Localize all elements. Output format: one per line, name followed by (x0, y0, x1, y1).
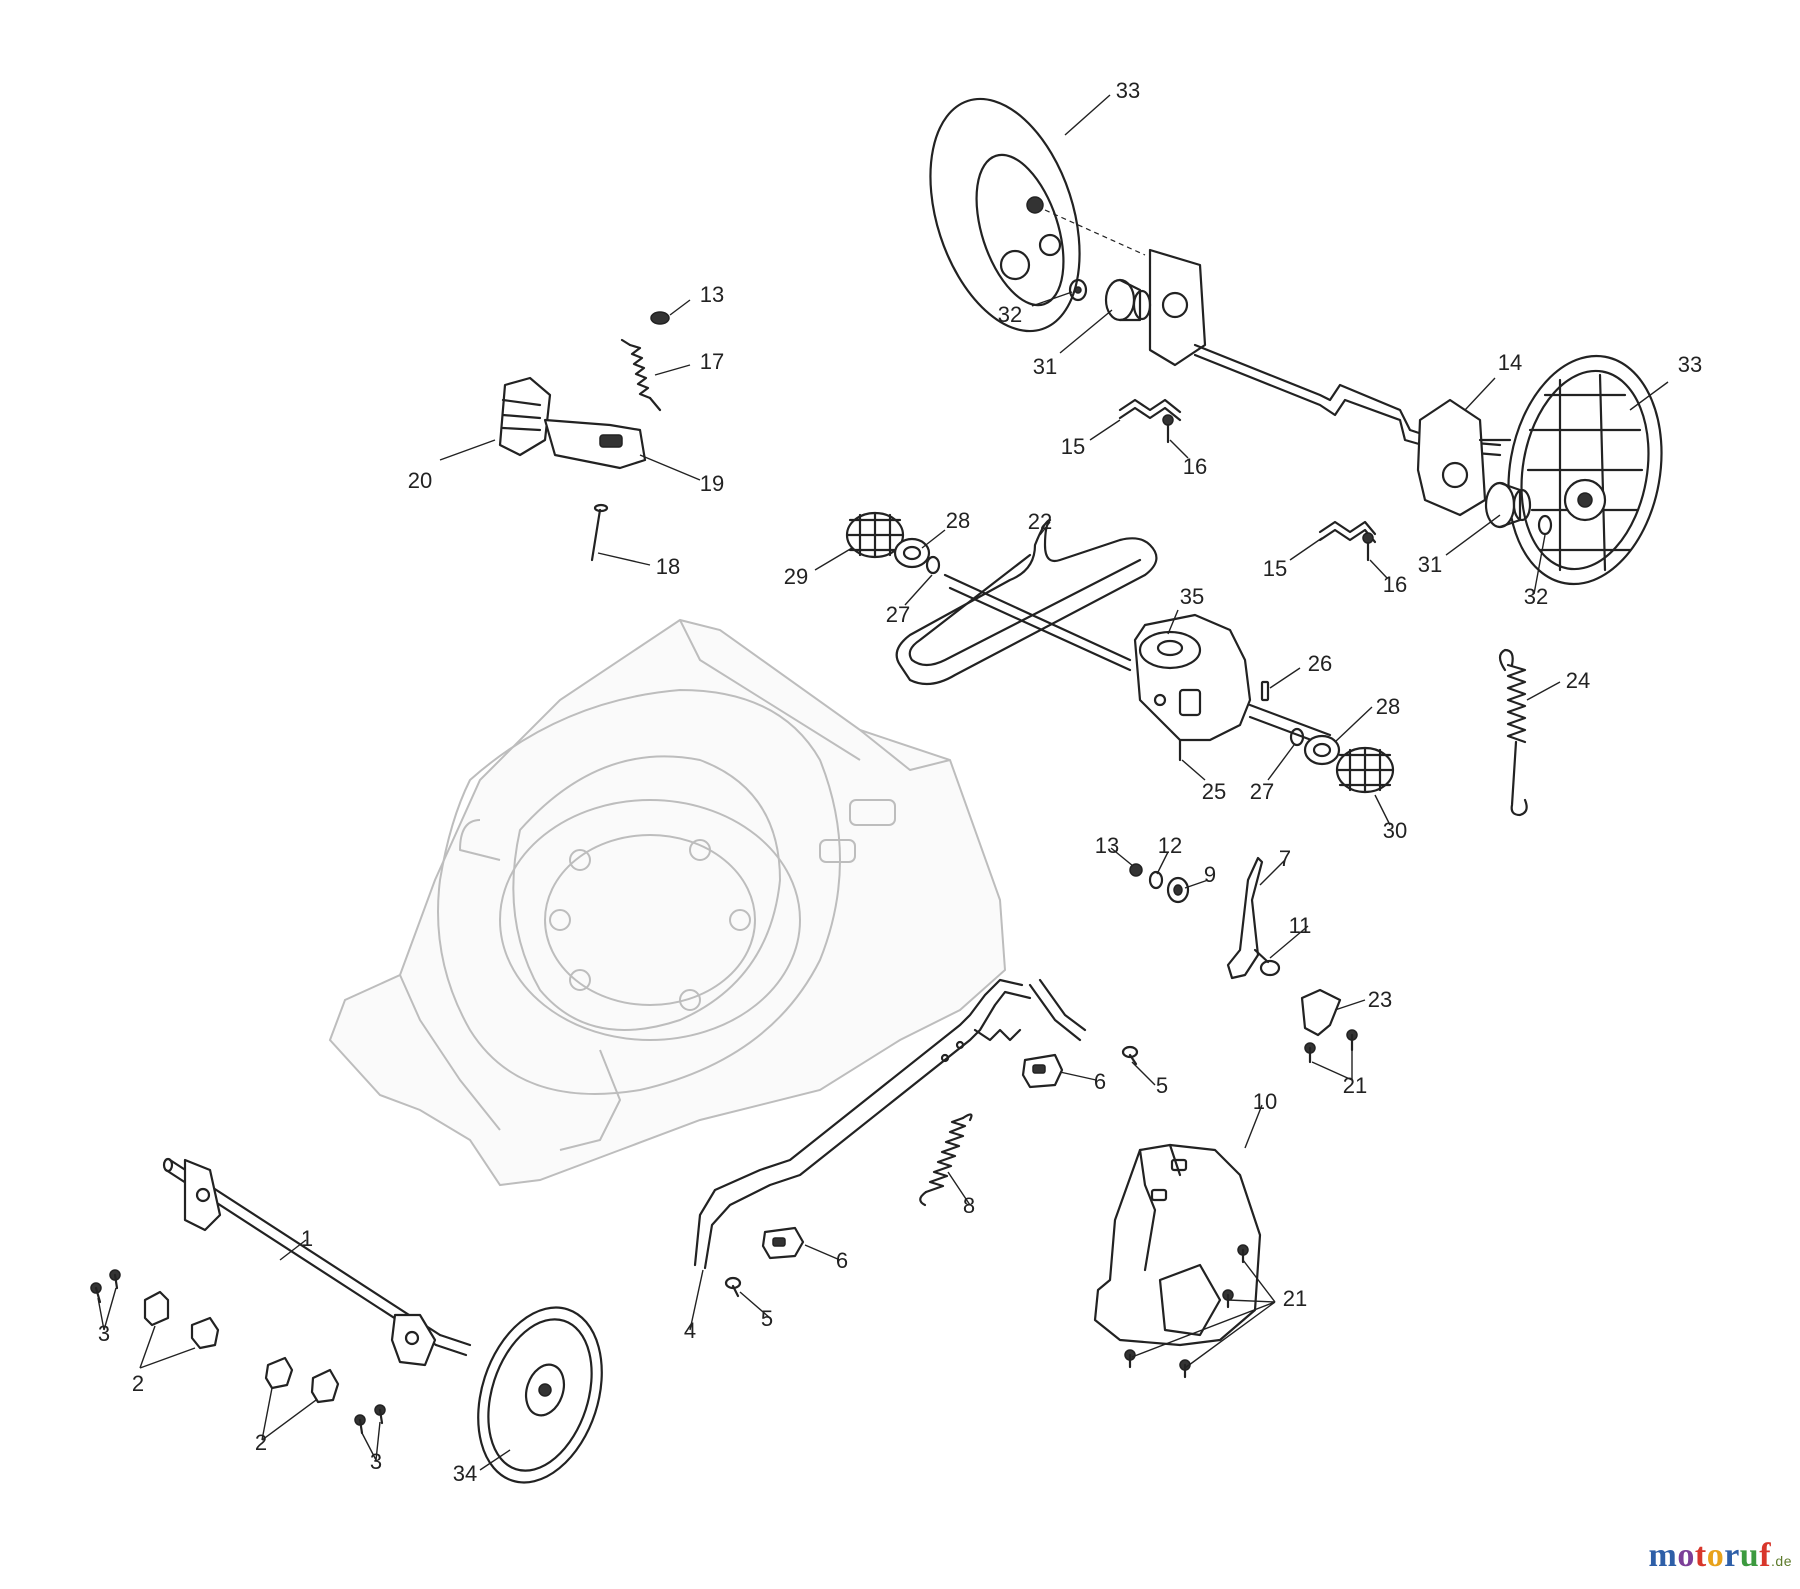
callout-label: 3 (370, 1449, 382, 1474)
callout-label: 2 (132, 1371, 144, 1396)
callout-label: 30 (1383, 818, 1407, 843)
nut (1129, 863, 1143, 877)
pivot-pin (1253, 948, 1281, 977)
callout-label: 3 (98, 1321, 110, 1346)
screw-lower (1362, 532, 1374, 562)
callout-label: 5 (1156, 1073, 1168, 1098)
slide-block-lower (761, 1226, 805, 1260)
callout-label: 15 (1061, 434, 1085, 459)
callout-label: 33 (1678, 352, 1702, 377)
drive-pinion-left (845, 511, 905, 559)
bearing-right (1303, 734, 1341, 766)
callout-label: 6 (1094, 1069, 1106, 1094)
pulley-cover (1093, 1143, 1262, 1347)
callout-label: 18 (656, 554, 680, 579)
bearing-left (893, 537, 931, 569)
height-lever (693, 978, 1087, 1270)
callout-label: 11 (1289, 913, 1312, 938)
callout-labels: 33 13 17 32 31 14 33 20 19 15 16 28 22 1… (98, 78, 1702, 1486)
washer (1148, 870, 1164, 890)
callout-label: 27 (1250, 779, 1274, 804)
callout-label: 27 (886, 602, 910, 627)
pin (590, 503, 609, 562)
height-adjust-lever (498, 376, 647, 470)
screw-set-left (90, 1269, 121, 1304)
callout-label: 13 (1095, 833, 1119, 858)
callout-label: 2 (255, 1430, 267, 1455)
circlip-right (1289, 727, 1305, 747)
callout-label: 34 (453, 1461, 477, 1486)
callout-label: 13 (700, 282, 724, 307)
spring-small (620, 338, 662, 412)
callout-label: 5 (761, 1306, 773, 1331)
callout-label: 32 (998, 302, 1022, 327)
drive-pinion-right (1335, 746, 1395, 794)
circlip-left (925, 555, 941, 575)
callout-label: 16 (1183, 454, 1207, 479)
nut-small (650, 311, 670, 325)
callout-label: 9 (1204, 862, 1216, 887)
bolt-lower (724, 1276, 742, 1298)
callout-label: 31 (1033, 354, 1057, 379)
callout-label: 22 (1028, 509, 1052, 534)
rear-wheel-right (1507, 354, 1663, 586)
callout-label: 12 (1158, 833, 1182, 858)
screw-bracket (1304, 1029, 1358, 1064)
callout-label: 14 (1498, 350, 1522, 375)
callout-label: 28 (1376, 694, 1400, 719)
rear-wheel-left (929, 97, 1081, 333)
callout-label: 21 (1283, 1286, 1307, 1311)
callout-label: 20 (408, 468, 432, 493)
callout-label: 24 (1566, 668, 1590, 693)
screw-upper (1162, 414, 1174, 444)
mower-deck (328, 618, 1007, 1187)
callout-label: 15 (1263, 556, 1287, 581)
bracket-clip-right (264, 1356, 340, 1404)
key (1260, 680, 1270, 702)
callout-label: 26 (1308, 651, 1332, 676)
callout-label: 10 (1253, 1089, 1277, 1114)
rear-axle-assembly (1148, 248, 1512, 517)
bearing-bush-upper (1104, 278, 1152, 322)
callout-label: 16 (1383, 572, 1407, 597)
callout-label: 25 (1202, 779, 1226, 804)
bracket-clip-left (143, 1290, 220, 1350)
callout-label: 19 (700, 471, 724, 496)
callout-label: 31 (1418, 552, 1442, 577)
callout-label: 17 (700, 349, 724, 374)
callout-label: 28 (946, 508, 970, 533)
bolt-upper (1121, 1045, 1139, 1066)
cable-bracket (1300, 988, 1342, 1037)
bearing-bush-lower (1484, 481, 1532, 529)
tension-spring-large (1498, 648, 1528, 817)
clip-upper (1118, 398, 1182, 422)
callout-label: 8 (963, 1193, 975, 1218)
drive-belt (895, 518, 1158, 686)
callout-label: 21 (1343, 1073, 1367, 1098)
lever-spring (919, 1113, 973, 1207)
callout-label: 29 (784, 564, 808, 589)
callout-label: 35 (1180, 584, 1204, 609)
callout-label: 1 (301, 1226, 313, 1251)
callout-label: 23 (1368, 987, 1392, 1012)
gearbox (1133, 613, 1252, 762)
watermark-logo: motoruf.de (1649, 1537, 1792, 1575)
slide-block-upper (1021, 1053, 1064, 1089)
watermark-tld: .de (1771, 1553, 1792, 1569)
callout-label: 33 (1116, 78, 1140, 103)
lever-bracket (1226, 856, 1264, 980)
callout-label: 6 (836, 1248, 848, 1273)
front-wheel (477, 1306, 603, 1484)
front-axle (162, 1157, 472, 1367)
callout-label: 7 (1279, 846, 1291, 871)
callout-label: 32 (1524, 584, 1548, 609)
leader-lines (97, 94, 1669, 1471)
callout-label: 4 (684, 1318, 696, 1343)
washer-upper (1068, 278, 1088, 302)
washer-lower (1537, 514, 1553, 536)
screw-set-right (354, 1404, 386, 1435)
pulley-small (1166, 876, 1190, 904)
watermark-brand: motoruf (1648, 1537, 1772, 1574)
